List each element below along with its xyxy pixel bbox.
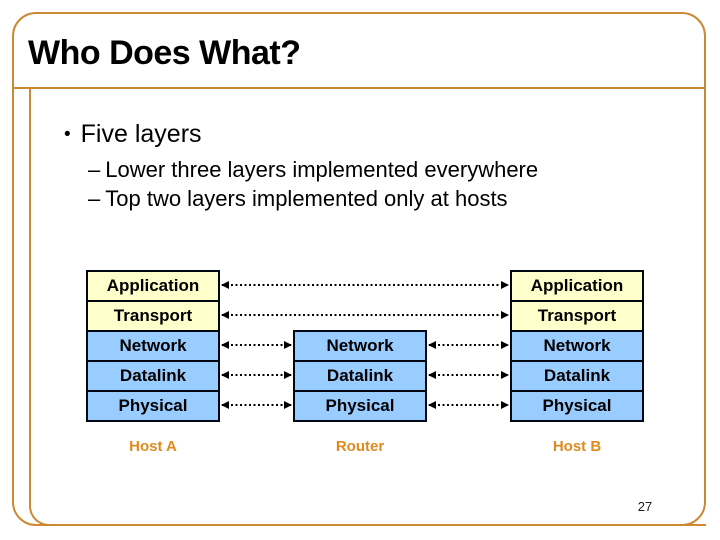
title-divider-line bbox=[12, 87, 706, 89]
page-number: 27 bbox=[637, 499, 653, 514]
layer-row-physical: Physical bbox=[86, 390, 220, 422]
layer-row-datalink: Datalink bbox=[293, 360, 427, 392]
layer-row-application: Application bbox=[86, 270, 220, 302]
dotted-arrow-physical-right bbox=[428, 401, 509, 409]
dash-marker: – bbox=[88, 157, 101, 182]
layer-row-network: Network bbox=[293, 330, 427, 362]
dash-marker: – bbox=[88, 186, 101, 211]
dotted-arrow-network-right bbox=[428, 341, 509, 349]
layer-stack-router: Network Datalink Physical bbox=[293, 330, 427, 422]
dotted-arrow-physical-left bbox=[221, 401, 292, 409]
layer-row-network: Network bbox=[510, 330, 644, 362]
layer-stack-host-a: Application Transport Network Datalink P… bbox=[86, 270, 220, 422]
sub-bullet-lower-layers: – Lower three layers implemented everywh… bbox=[88, 157, 538, 183]
layer-row-datalink: Datalink bbox=[86, 360, 220, 392]
page-title: Who Does What? bbox=[28, 34, 301, 72]
sub-bullet-text: Top two layers implemented only at hosts bbox=[105, 186, 508, 211]
sub-bullet-text: Lower three layers implemented everywher… bbox=[105, 157, 539, 182]
layer-row-transport: Transport bbox=[510, 300, 644, 332]
layer-row-application: Application bbox=[510, 270, 644, 302]
layer-row-datalink: Datalink bbox=[510, 360, 644, 392]
host-b-label: Host B bbox=[552, 438, 602, 455]
dotted-arrow-application bbox=[221, 281, 509, 289]
layer-row-network: Network bbox=[86, 330, 220, 362]
host-a-label: Host A bbox=[129, 438, 177, 455]
dotted-arrow-datalink-left bbox=[221, 371, 292, 379]
dotted-arrow-transport bbox=[221, 311, 509, 319]
layer-row-transport: Transport bbox=[86, 300, 220, 332]
layer-stack-host-b: Application Transport Network Datalink P… bbox=[510, 270, 644, 422]
content-border-frame bbox=[29, 88, 706, 526]
dotted-arrow-datalink-right bbox=[428, 371, 509, 379]
bullet-text: Five layers bbox=[80, 120, 202, 148]
bullet-item-five-layers: • Five layers bbox=[64, 120, 202, 149]
bullet-dot-marker: • bbox=[64, 124, 71, 145]
sub-bullet-top-layers: – Top two layers implemented only at hos… bbox=[88, 186, 508, 212]
layer-row-physical: Physical bbox=[510, 390, 644, 422]
router-label: Router bbox=[335, 438, 385, 455]
dotted-arrow-network-left bbox=[221, 341, 292, 349]
layer-row-physical: Physical bbox=[293, 390, 427, 422]
